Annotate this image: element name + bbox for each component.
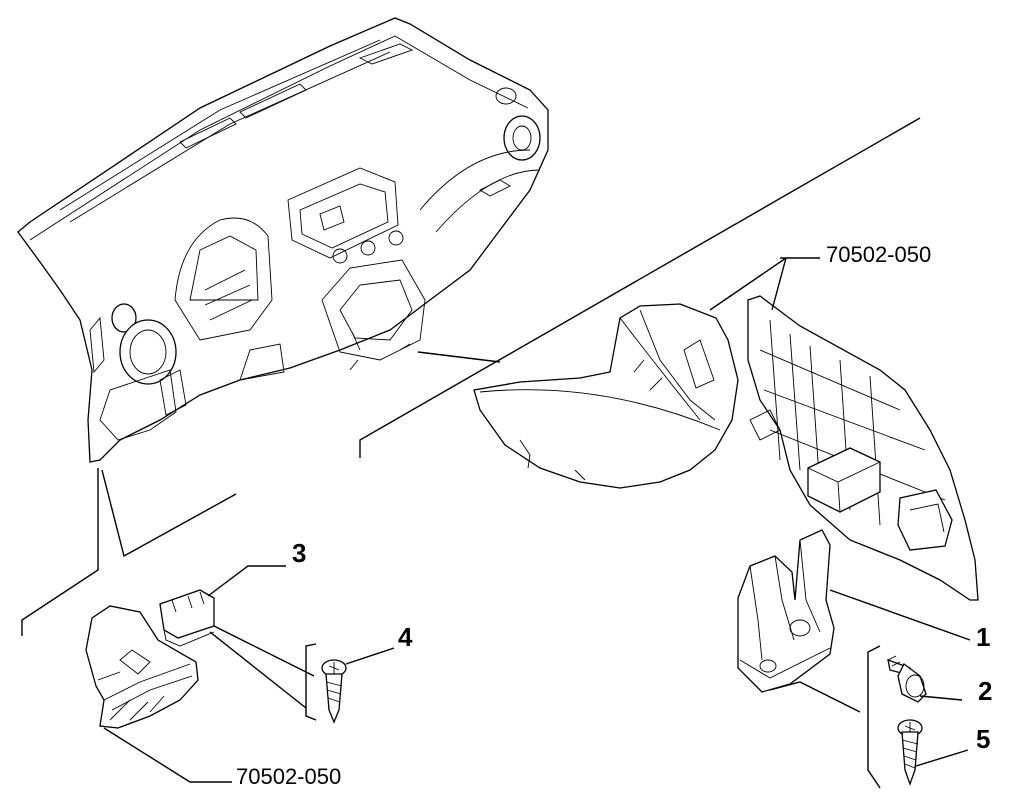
screw-part-4 — [321, 659, 347, 724]
leader-3-a — [213, 625, 315, 677]
part-number-2: 2 — [978, 676, 992, 706]
leader-1 — [829, 589, 971, 641]
mount-plate-part-3 — [159, 589, 215, 647]
leader-2 — [919, 695, 963, 701]
bolt-part-2 — [887, 655, 927, 703]
leader-dash-cover — [417, 351, 501, 363]
leader-ref-top-cover — [709, 257, 787, 311]
dashboard-assembly — [17, 17, 549, 463]
part-number-5: 5 — [976, 724, 990, 754]
leader-ref-bottom — [103, 727, 232, 783]
leader-lines — [21, 117, 971, 789]
ref-label-bottom: 70502-050 — [236, 764, 341, 789]
side-trim-panel — [747, 295, 979, 601]
leader-3-b — [209, 631, 307, 709]
part-number-1: 1 — [976, 622, 990, 652]
leader-5 — [915, 749, 969, 767]
ref-label-top: 70502-050 — [826, 242, 931, 267]
leader-dash-lower — [101, 469, 237, 558]
leader-3 — [207, 565, 286, 597]
bracket-hardware — [867, 645, 881, 789]
bracket-4 — [305, 643, 317, 721]
leader-hardware — [769, 681, 861, 713]
lower-left-cover — [85, 605, 199, 729]
leader-ref-top-panel — [771, 257, 787, 311]
screw-part-5 — [897, 719, 923, 786]
part-number-3: 3 — [292, 538, 306, 568]
section-line-upper — [359, 117, 921, 458]
bracket-part-1 — [737, 529, 835, 693]
part-number-4: 4 — [398, 622, 413, 652]
leader-4 — [345, 647, 395, 665]
section-line-left — [21, 468, 99, 636]
lower-dashboard-cover — [473, 303, 739, 489]
